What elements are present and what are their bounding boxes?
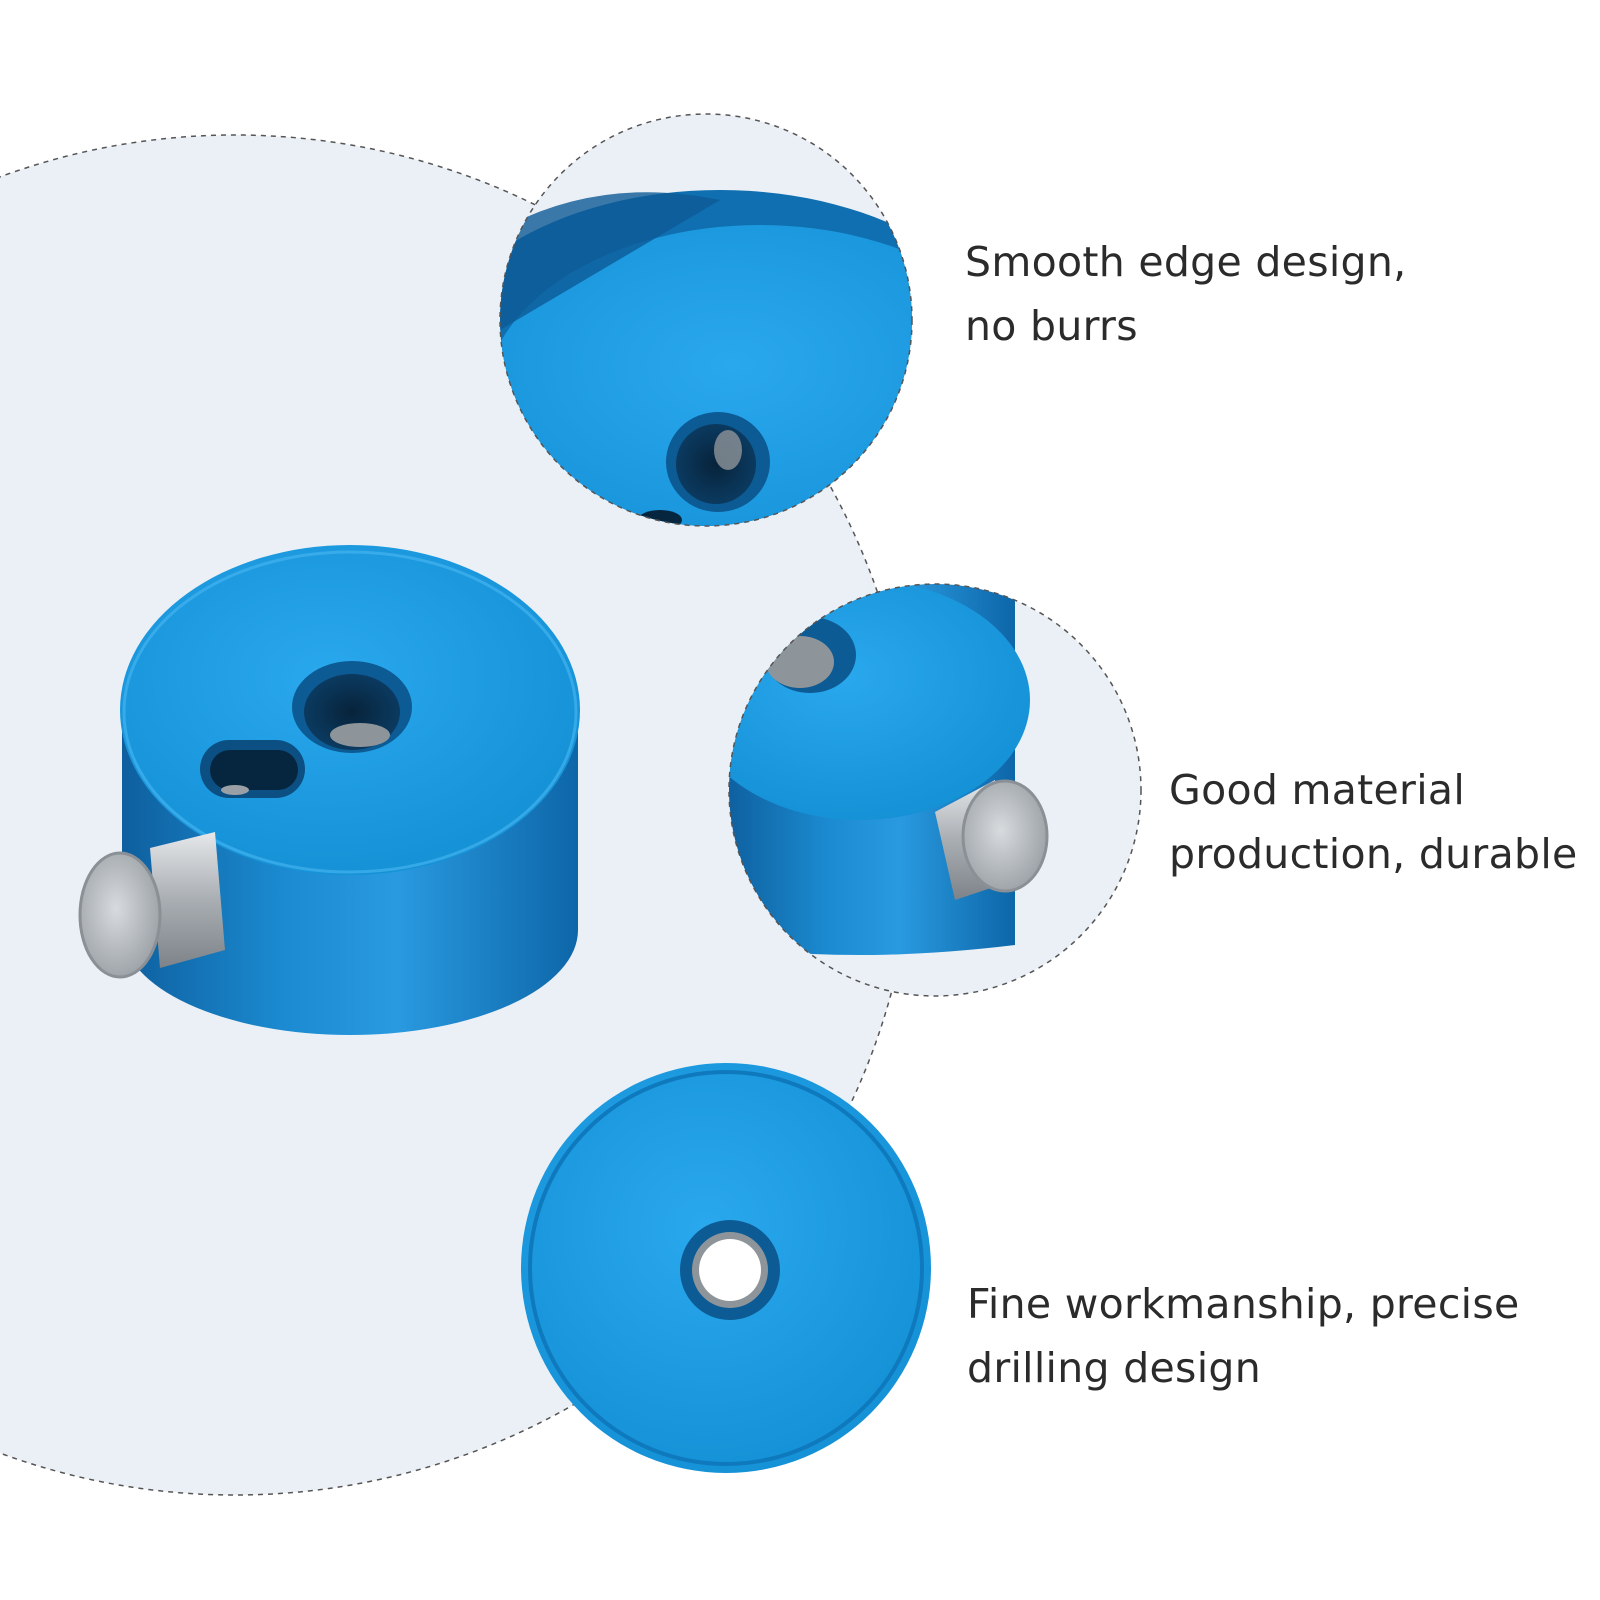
- caption-line: drilling design: [967, 1344, 1262, 1392]
- caption-line: Fine workmanship, precise: [967, 1280, 1520, 1328]
- caption-line: Smooth edge design,: [965, 238, 1407, 286]
- detail-material: [728, 583, 1142, 997]
- feature-caption-drilling: Fine workmanship, precise drilling desig…: [967, 1272, 1520, 1400]
- caption-line: Good material: [1169, 766, 1466, 814]
- detail-drilling: [521, 1063, 931, 1473]
- caption-line: no burrs: [965, 302, 1138, 350]
- feature-caption-smooth-edge: Smooth edge design, no burrs: [965, 230, 1407, 358]
- feature-caption-material: Good material production, durable: [1169, 758, 1578, 886]
- caption-line: production, durable: [1169, 830, 1578, 878]
- main-product-puck: [78, 545, 580, 1035]
